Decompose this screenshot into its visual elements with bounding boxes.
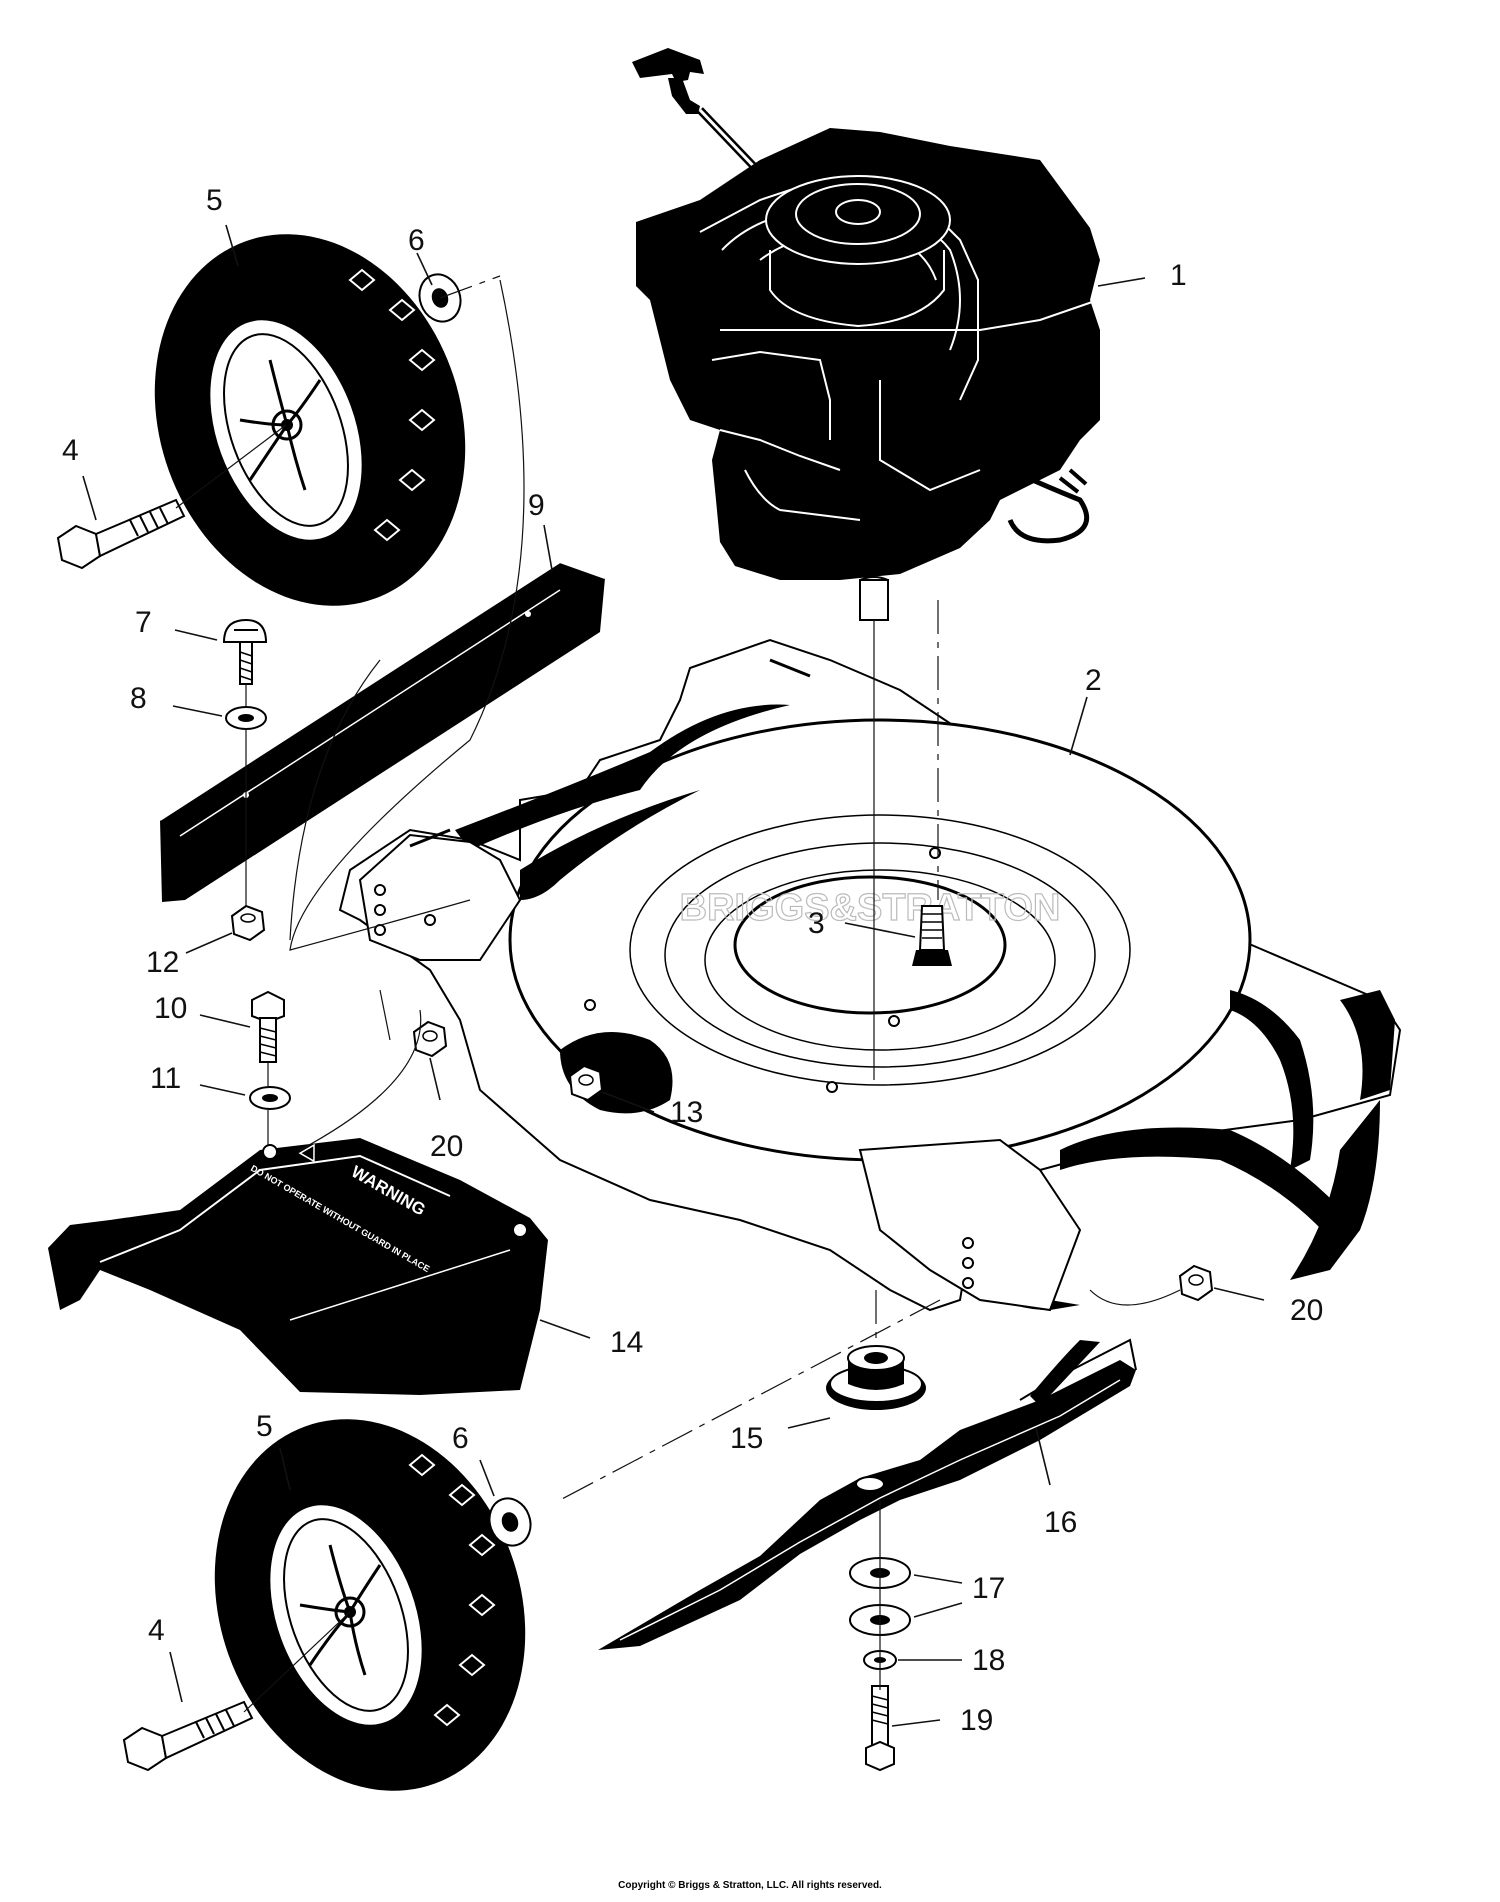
blade xyxy=(598,1338,1137,1650)
callout-9: 9 xyxy=(528,489,545,522)
discharge-chute: WARNING DO NOT OPERATE WITHOUT GUARD IN … xyxy=(48,1138,548,1395)
callout-leaders xyxy=(82,224,1265,1727)
callout-5b: 5 xyxy=(256,1410,273,1443)
callout-18: 18 xyxy=(972,1644,1005,1677)
callout-6b: 6 xyxy=(452,1422,469,1455)
copyright-notice: Copyright © Briggs & Stratton, LLC. All … xyxy=(618,1880,882,1891)
callout-1: 1 xyxy=(1170,259,1187,292)
callout-7: 7 xyxy=(135,606,152,639)
callout-6a: 6 xyxy=(408,224,425,257)
washer-8 xyxy=(225,706,267,730)
blade-adapter xyxy=(826,1345,926,1410)
bolt-4-upper xyxy=(56,498,186,570)
callout-14: 14 xyxy=(610,1326,643,1359)
mower-deck: BRIGGS&STRATTON xyxy=(338,638,1402,1312)
callout-11: 11 xyxy=(150,1062,181,1095)
wheel-upper xyxy=(154,234,466,606)
callout-12: 12 xyxy=(146,946,179,979)
callout-4a: 4 xyxy=(62,434,79,467)
callout-17a: 17 xyxy=(972,1572,1005,1605)
nut-20-left xyxy=(412,1020,448,1058)
callout-10: 10 xyxy=(154,992,187,1025)
washer-11 xyxy=(249,1086,291,1110)
assembly-guide-lines xyxy=(175,275,1181,1713)
nut-13 xyxy=(568,1064,604,1102)
engine xyxy=(632,48,1100,621)
callout-numbers: 1 2 3 4 4 5 5 6 6 7 8 9 10 11 12 13 14 1… xyxy=(62,184,1323,1737)
callout-16: 16 xyxy=(1044,1506,1077,1539)
callout-3: 3 xyxy=(808,907,825,940)
nut-20-right xyxy=(1178,1264,1214,1302)
callout-4b: 4 xyxy=(148,1614,165,1647)
callout-13: 13 xyxy=(670,1096,703,1129)
callout-20b: 20 xyxy=(1290,1294,1323,1327)
callout-15: 15 xyxy=(730,1422,763,1455)
nut-12 xyxy=(230,904,266,942)
bolt-4-lower xyxy=(122,1700,254,1772)
callout-19: 19 xyxy=(960,1704,993,1737)
washer-6-lower xyxy=(488,1497,532,1547)
callout-20a: 20 xyxy=(430,1130,463,1163)
rear-flap xyxy=(159,560,606,902)
bolt-19 xyxy=(865,1685,895,1772)
wheel-lower xyxy=(214,1419,526,1791)
screw-7 xyxy=(222,618,268,685)
deck-watermark: BRIGGS&STRATTON xyxy=(680,887,1061,929)
callout-2: 2 xyxy=(1085,664,1102,697)
callout-8: 8 xyxy=(130,682,147,715)
callout-5a: 5 xyxy=(206,184,223,217)
bolt-10 xyxy=(251,990,285,1063)
